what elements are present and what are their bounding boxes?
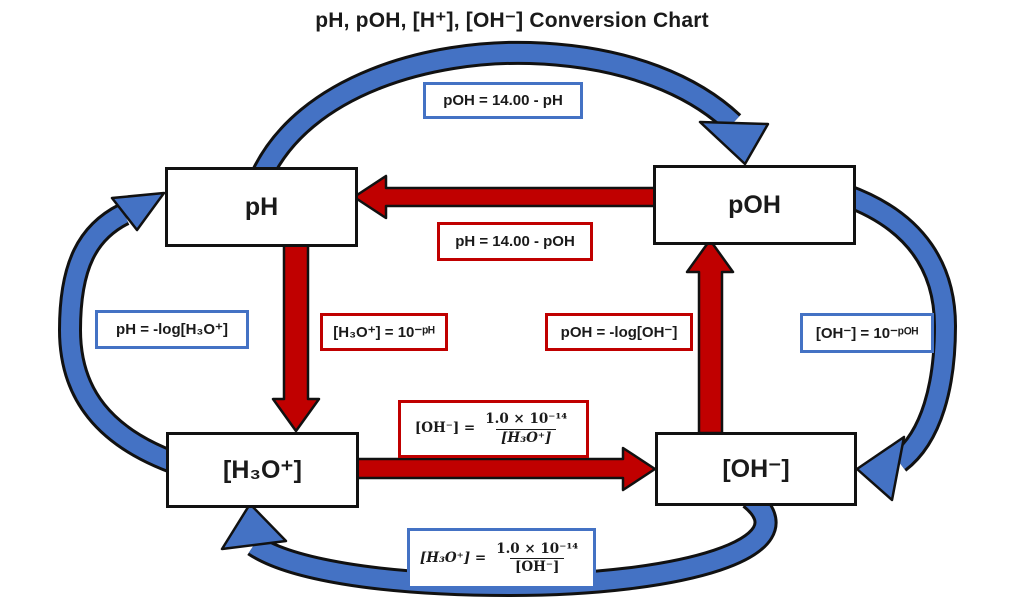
fraction-denominator: [H₃O⁺] — [496, 428, 557, 446]
formula-poh-from-ph: pOH = 14.00 - pH — [423, 82, 583, 119]
arc-poh-to-oh-blue — [840, 183, 958, 502]
formula-h3o-from-ph: [H₃O⁺] = 10⁻ᵖᴴ — [320, 313, 448, 351]
node-poh: pOH — [653, 165, 856, 245]
arrow-ph-to-h3o-red — [271, 240, 321, 433]
fraction-numerator: 1.0 × 10⁻¹⁴ — [485, 411, 568, 427]
formula-h3o-from-oh: [H₃O⁺] = 1.0 × 10⁻¹⁴ [OH⁻] — [407, 528, 596, 589]
node-h3o: [H₃O⁺] — [166, 432, 359, 508]
formula-poh-from-oh: pOH = -log[OH⁻] — [545, 313, 693, 351]
arc-ph-to-poh-blue — [251, 40, 770, 181]
fraction-numerator: 1.0 × 10⁻¹⁴ — [496, 540, 579, 557]
formula-lead: [OH⁻] = — [414, 420, 476, 437]
formula-oh-from-h3o: [OH⁻] = 1.0 × 10⁻¹⁴ [H₃O⁺] — [398, 400, 589, 458]
arrow-oh-to-poh-red — [685, 238, 735, 435]
formula-oh-from-poh: [OH⁻] = 10⁻ᵖᴼᴴ — [800, 313, 934, 353]
formula-ph-from-h3o: pH = -log[H₃O⁺] — [95, 310, 249, 349]
arc-h3o-to-ph-blue — [57, 191, 194, 480]
diagram-title: pH, pOH, [H⁺], [OH⁻] Conversion Chart — [315, 9, 709, 32]
fraction-denominator: [OH⁻] — [509, 558, 565, 575]
formula-lead: [H₃O⁺] = — [419, 549, 487, 566]
formula-ph-from-poh: pH = 14.00 - pOH — [437, 222, 593, 261]
arrow-h3o-to-oh-red — [351, 446, 657, 492]
fraction: 1.0 × 10⁻¹⁴ [H₃O⁺] — [480, 411, 572, 446]
fraction: 1.0 × 10⁻¹⁴ [OH⁻] — [491, 540, 583, 575]
arrow-poh-to-ph-red — [352, 174, 658, 220]
node-oh: [OH⁻] — [655, 432, 857, 506]
node-ph: pH — [165, 167, 358, 247]
